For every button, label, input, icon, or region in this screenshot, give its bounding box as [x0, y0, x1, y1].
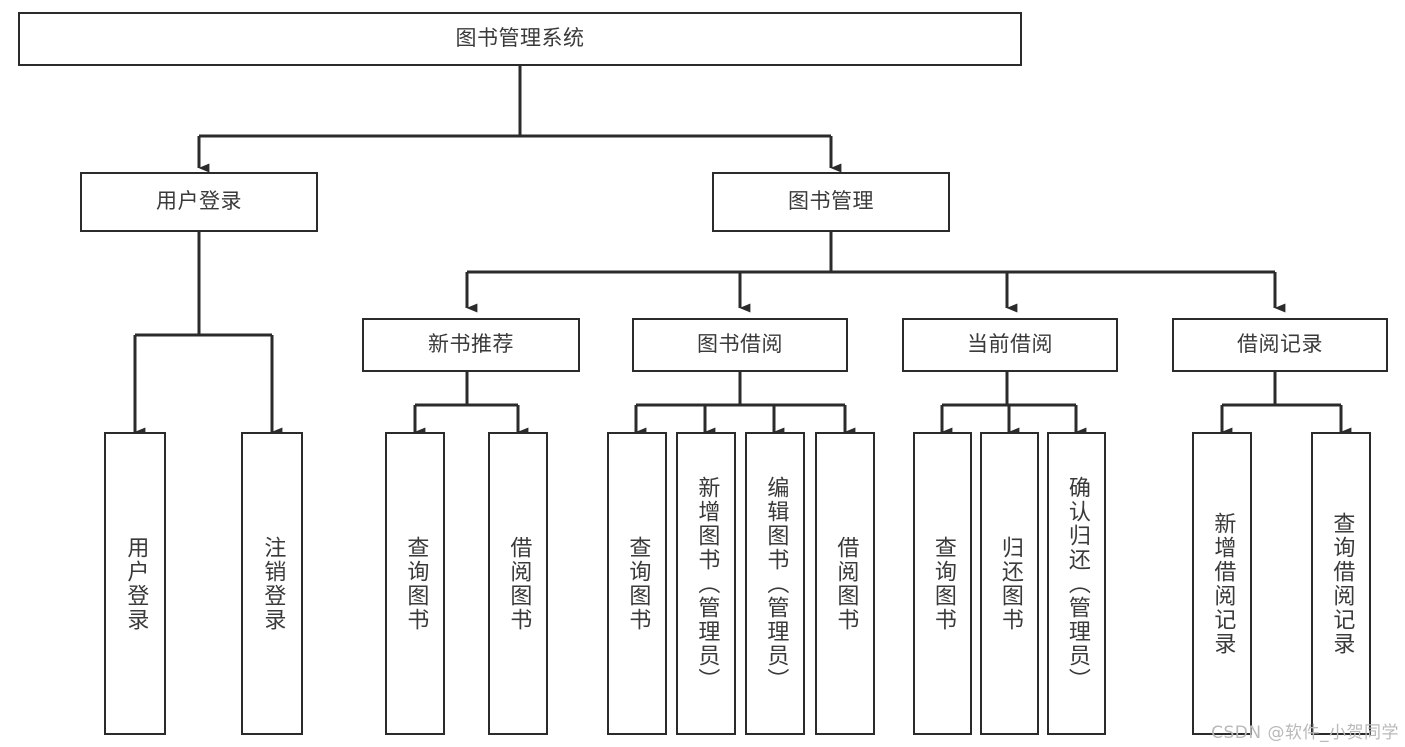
- leaf-records-add-record[interactable]: 新增借阅记录: [1192, 432, 1252, 735]
- leaf-borrow-query-book-label: 查询图书: [625, 535, 651, 632]
- node-new-book-recommend-label: 新书推荐: [428, 332, 514, 357]
- leaf-borrow-edit-book-admin[interactable]: 编辑图书（管理员）: [745, 432, 805, 735]
- leaf-user-login[interactable]: 用户登录: [104, 432, 166, 735]
- leaf-borrow-add-book-admin-label: 新增图书（管理员）: [694, 475, 720, 692]
- leaf-borrow-add-book-admin[interactable]: 新增图书（管理员）: [676, 432, 736, 735]
- leaf-borrow-edit-book-admin-label: 编辑图书（管理员）: [763, 475, 789, 692]
- node-book-management-label: 图书管理: [788, 189, 874, 214]
- leaf-records-query-record[interactable]: 查询借阅记录: [1311, 432, 1371, 735]
- leaf-borrow-query-book[interactable]: 查询图书: [607, 432, 667, 735]
- leaf-logout-label: 注销登录: [260, 535, 286, 632]
- leaf-borrow-borrow-book-label: 借阅图书: [833, 535, 859, 632]
- node-user-login[interactable]: 用户登录: [80, 172, 318, 232]
- leaf-newbook-query-book-label: 查询图书: [403, 535, 429, 632]
- leaf-logout[interactable]: 注销登录: [241, 432, 303, 735]
- node-current-borrow-label: 当前借阅: [967, 332, 1053, 357]
- leaf-newbook-borrow-book-label: 借阅图书: [506, 535, 532, 632]
- leaf-current-query-book[interactable]: 查询图书: [913, 432, 972, 735]
- leaf-records-add-record-label: 新增借阅记录: [1210, 511, 1236, 656]
- leaf-current-confirm-return-admin-label: 确认归还（管理员）: [1064, 475, 1090, 692]
- node-root-label: 图书管理系统: [455, 26, 585, 51]
- node-borrow-records[interactable]: 借阅记录: [1172, 318, 1388, 372]
- leaf-newbook-borrow-book[interactable]: 借阅图书: [488, 432, 548, 735]
- leaf-current-return-book-label: 归还图书: [997, 535, 1023, 632]
- node-borrow-records-label: 借阅记录: [1237, 332, 1323, 357]
- leaf-borrow-borrow-book[interactable]: 借阅图书: [815, 432, 875, 735]
- leaf-records-query-record-label: 查询借阅记录: [1329, 511, 1355, 656]
- leaf-current-confirm-return-admin[interactable]: 确认归还（管理员）: [1047, 432, 1106, 735]
- node-new-book-recommend[interactable]: 新书推荐: [362, 318, 580, 372]
- node-book-borrow-label: 图书借阅: [697, 332, 783, 357]
- leaf-user-login-label: 用户登录: [123, 535, 149, 632]
- node-current-borrow[interactable]: 当前借阅: [902, 318, 1118, 372]
- watermark-text: CSDN @软件_小贺同学: [1211, 723, 1399, 743]
- leaf-current-return-book[interactable]: 归还图书: [980, 432, 1039, 735]
- node-book-borrow[interactable]: 图书借阅: [632, 318, 848, 372]
- node-user-login-label: 用户登录: [156, 189, 242, 214]
- leaf-current-query-book-label: 查询图书: [930, 535, 956, 632]
- leaf-newbook-query-book[interactable]: 查询图书: [385, 432, 445, 735]
- node-book-management[interactable]: 图书管理: [712, 172, 950, 232]
- node-root[interactable]: 图书管理系统: [18, 12, 1022, 66]
